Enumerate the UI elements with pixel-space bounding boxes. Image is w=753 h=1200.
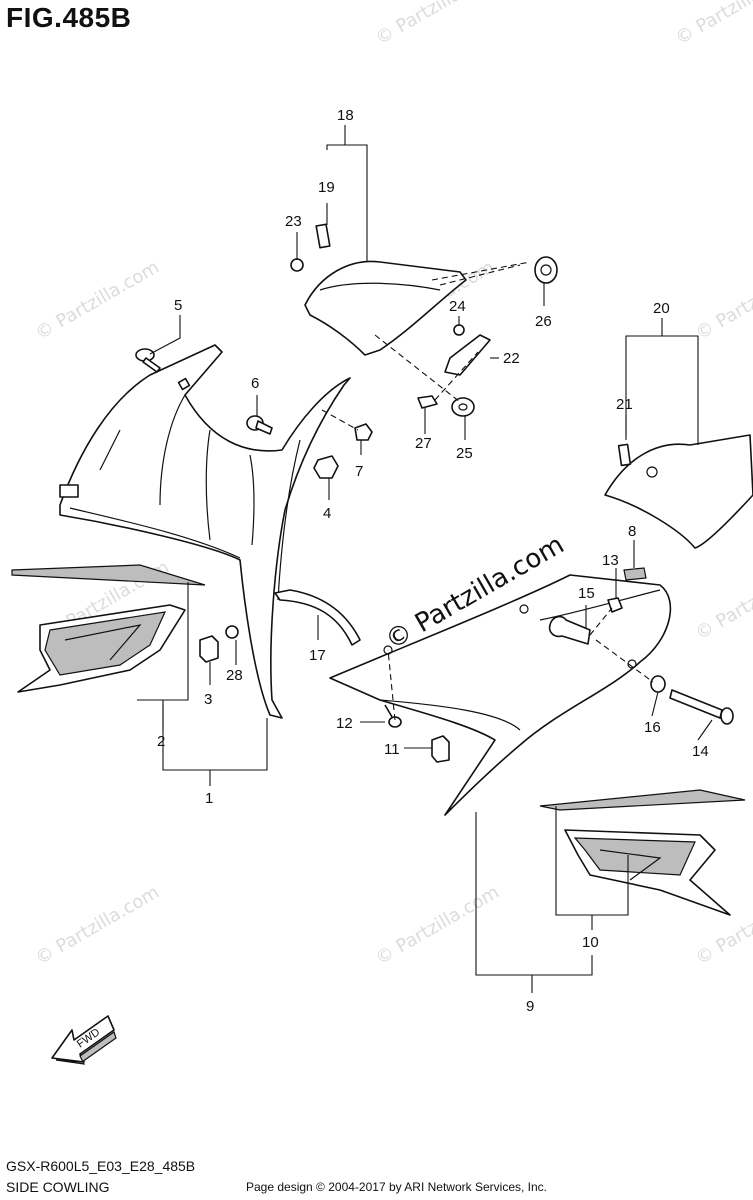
watermark: © Partzilla.com	[692, 557, 753, 645]
callout-17: 17	[309, 647, 326, 664]
nut-part-7	[354, 423, 373, 441]
callout-3: 3	[204, 691, 212, 708]
callout-23: 23	[285, 213, 302, 230]
watermark: © Partzilla.com	[372, 0, 503, 49]
callout-21: 21	[616, 396, 633, 413]
washer-part-16	[650, 675, 666, 693]
callout-5: 5	[174, 297, 182, 314]
callout-13: 13	[602, 552, 619, 569]
callout-6: 6	[251, 375, 259, 392]
watermark: © Partzilla.com	[372, 882, 503, 970]
callout-7: 7	[355, 463, 363, 480]
figure-title: FIG.485B	[6, 2, 132, 33]
lower-cowling-part-9	[329, 574, 672, 816]
callout-28: 28	[226, 667, 243, 684]
callout-2: 2	[157, 733, 165, 750]
callout-16: 16	[644, 719, 661, 736]
leader-lines	[137, 125, 713, 993]
bolt-part-28	[225, 625, 239, 639]
callout-15: 15	[578, 585, 595, 602]
bracket-part-22	[444, 324, 491, 376]
pad-part-27	[417, 395, 438, 409]
section-name: SIDE COWLING	[6, 1179, 110, 1195]
callout-19: 19	[318, 179, 335, 196]
callout-10: 10	[582, 934, 599, 951]
grommet-part-25	[451, 397, 475, 417]
watermark: © Partzilla.com	[672, 0, 753, 49]
clip-part-11	[431, 735, 450, 763]
callout-14: 14	[692, 743, 709, 760]
callout-26: 26	[535, 313, 552, 330]
callout-20: 20	[653, 300, 670, 317]
bolt-part-12	[384, 704, 402, 728]
callout-18: 18	[337, 107, 354, 124]
front-side-cowling-part-1	[59, 344, 351, 719]
callout-22: 22	[503, 350, 520, 367]
bolt-part-5	[135, 348, 161, 373]
watermark: © Partzilla.com	[32, 882, 163, 970]
cover-part-20	[604, 434, 753, 549]
pad-part-8	[623, 567, 647, 581]
callout-12: 12	[336, 715, 353, 732]
callout-1: 1	[205, 790, 213, 807]
collar-part-15	[548, 615, 591, 645]
callout-25: 25	[456, 445, 473, 462]
callout-4: 4	[323, 505, 331, 522]
callout-labels: 1 2 3 4 5 6 7 8 9 10 11 12 13 14 15 16 1…	[157, 107, 709, 1015]
strip-part-17	[274, 589, 361, 646]
decal-part-2	[11, 564, 206, 693]
callout-8: 8	[628, 523, 636, 540]
fwd-arrow-icon: FWD	[51, 1015, 117, 1065]
grommet-part-26	[534, 256, 558, 284]
copyright-notice: Page design © 2004-2017 by ARI Network S…	[246, 1180, 548, 1194]
watermark: © Partzilla.com	[32, 257, 163, 345]
grommet-part-4	[313, 455, 339, 479]
callout-27: 27	[415, 435, 432, 452]
bolt-part-6	[246, 415, 273, 435]
clip-part-3	[199, 635, 219, 663]
callout-9: 9	[526, 998, 534, 1015]
model-code: GSX-R600L5_E03_E28_485B	[6, 1158, 196, 1174]
watermark: © Partzilla.com	[692, 257, 753, 345]
callout-24: 24	[449, 298, 466, 315]
bolt-part-14	[669, 689, 734, 725]
callout-11: 11	[384, 741, 400, 758]
inner-cowling-part-18	[290, 223, 467, 356]
decal-part-10	[539, 789, 746, 916]
